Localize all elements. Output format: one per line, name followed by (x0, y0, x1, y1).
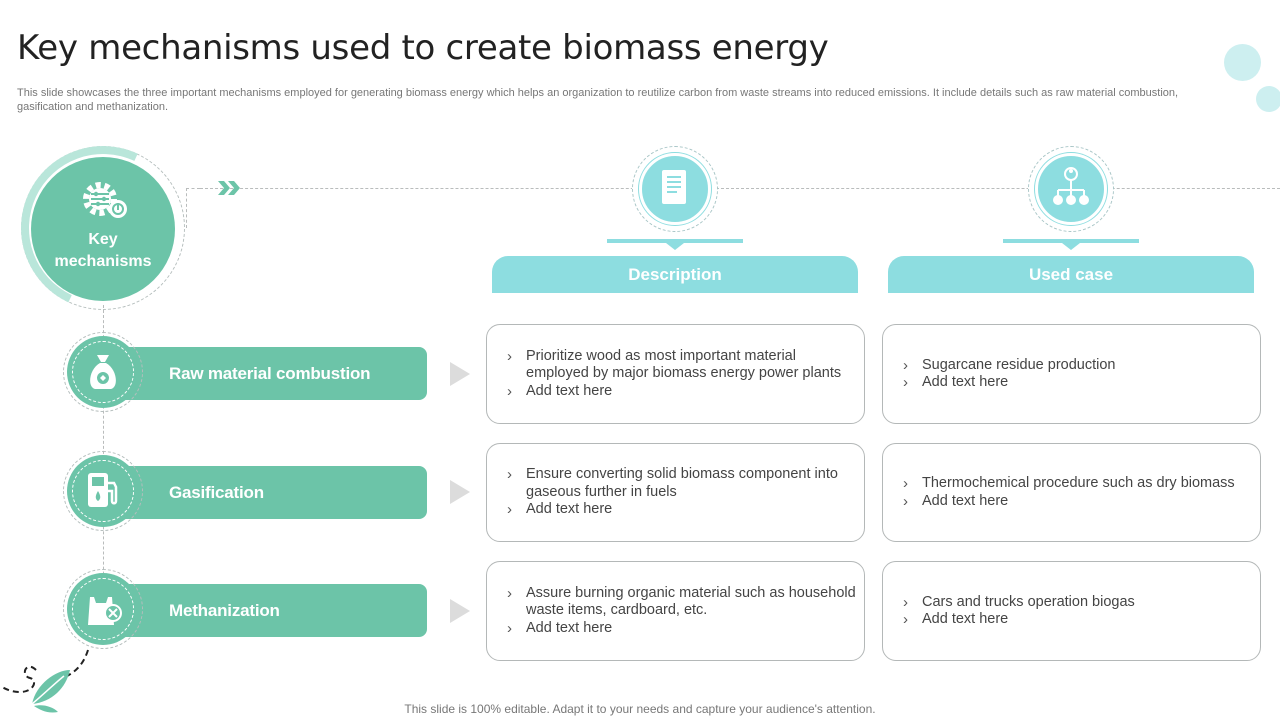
arrow-right-icon (450, 599, 470, 623)
money-bag-icon (85, 353, 121, 391)
slide-subtitle: This slide showcases the three important… (17, 87, 1179, 113)
list-item: Sugarcane residue production (903, 357, 1252, 375)
used-case-column-header: Used case (888, 256, 1254, 293)
used-case-box: Cars and trucks operation biogas Add tex… (882, 561, 1261, 661)
row-label-methanization: Methanization (123, 584, 427, 637)
list-item: Cars and trucks operation biogas (903, 594, 1252, 612)
leaf-icon (0, 648, 100, 718)
arrow-right-icon (450, 480, 470, 504)
key-mechanisms-circle: Key mechanisms (31, 157, 175, 301)
description-box: Prioritize wood as most important materi… (486, 324, 865, 424)
network-icon (1035, 153, 1107, 225)
list-item: Thermochemical procedure such as dry bio… (903, 475, 1252, 493)
connector-line (186, 188, 200, 189)
header-underline (607, 239, 743, 243)
list-item: Add text here (903, 493, 1252, 511)
plastic-bag-icon (84, 591, 124, 627)
arrow-right-icon (450, 362, 470, 386)
row-label-raw-material-combustion: Raw material combustion (123, 347, 427, 400)
row-icon-outer-ring (63, 332, 143, 412)
slide-title: Key mechanisms used to create biomass en… (17, 28, 829, 68)
row-icon-outer-ring (63, 451, 143, 531)
decorative-circle (1256, 86, 1280, 112)
list-item: Add text here (507, 383, 856, 401)
row-icon-circle (67, 336, 139, 408)
description-icon-ring (632, 146, 718, 232)
header-notch (1062, 243, 1080, 250)
row-label-gasification: Gasification (123, 466, 427, 519)
slide-footer: This slide is 100% editable. Adapt it to… (404, 702, 876, 716)
description-box: Ensure converting solid biomass componen… (486, 443, 865, 542)
list-item: Assure burning organic material such as … (507, 585, 856, 620)
list-item: Prioritize wood as most important materi… (507, 348, 856, 383)
description-box: Assure burning organic material such as … (486, 561, 865, 661)
header-underline (1003, 239, 1139, 243)
used-case-icon-ring (1028, 146, 1114, 232)
gear-settings-icon (78, 177, 130, 221)
list-item: Add text here (903, 374, 1252, 392)
fuel-pump-icon (86, 471, 122, 511)
decorative-circle (1224, 44, 1261, 81)
connector-line (186, 188, 187, 228)
description-column-header: Description (492, 256, 858, 293)
double-chevron-icon (218, 181, 242, 195)
document-icon (639, 153, 711, 225)
list-item: Add text here (507, 501, 856, 519)
list-item: Ensure converting solid biomass componen… (507, 466, 856, 501)
list-item: Add text here (903, 611, 1252, 629)
header-notch (666, 243, 684, 250)
connector-line (200, 188, 1280, 189)
list-item: Add text here (507, 620, 856, 638)
key-mechanisms-label: Key mechanisms (54, 231, 152, 270)
key-circle-ring (21, 146, 185, 310)
row-icon-circle (67, 573, 139, 645)
used-case-box: Sugarcane residue production Add text he… (882, 324, 1261, 424)
row-icon-outer-ring (63, 569, 143, 649)
row-icon-circle (67, 455, 139, 527)
used-case-box: Thermochemical procedure such as dry bio… (882, 443, 1261, 542)
